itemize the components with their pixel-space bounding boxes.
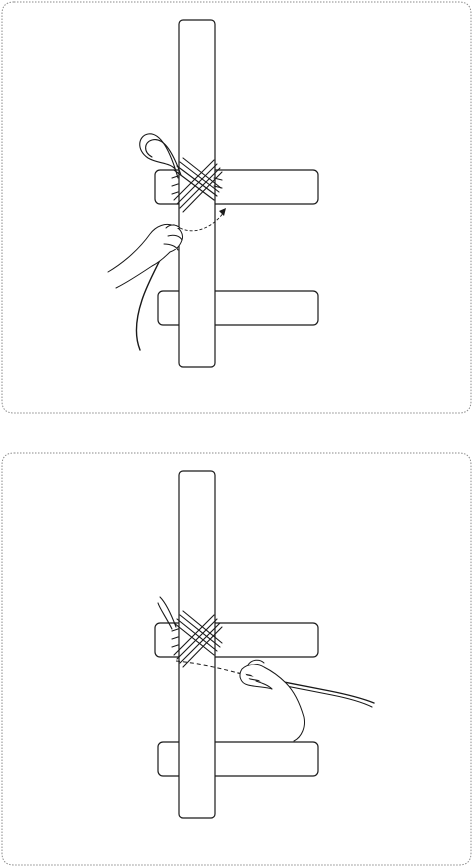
curved-arrow-icon [179, 211, 225, 232]
hand-fingers [163, 224, 183, 251]
rope-loop [157, 596, 177, 630]
rope-lashing [171, 157, 223, 213]
rope-loop-inner [145, 139, 182, 176]
panel-2-drawing [1, 452, 472, 866]
hand-pulling-rope-icon [239, 663, 305, 742]
panel-frame [1, 1, 472, 414]
hand-holding-rope-icon [107, 223, 183, 289]
panel-frame [1, 452, 472, 866]
vertical-post [178, 470, 216, 819]
illustration-panel-step-1 [0, 0, 473, 415]
hand-fingers [247, 659, 273, 690]
rope-pulled-dashed [175, 660, 239, 674]
arrowhead [219, 208, 226, 216]
panel-1-drawing [1, 1, 472, 414]
illustration-panel-step-2 [0, 451, 473, 867]
rope-lashing [171, 610, 223, 668]
vertical-post [178, 19, 216, 368]
